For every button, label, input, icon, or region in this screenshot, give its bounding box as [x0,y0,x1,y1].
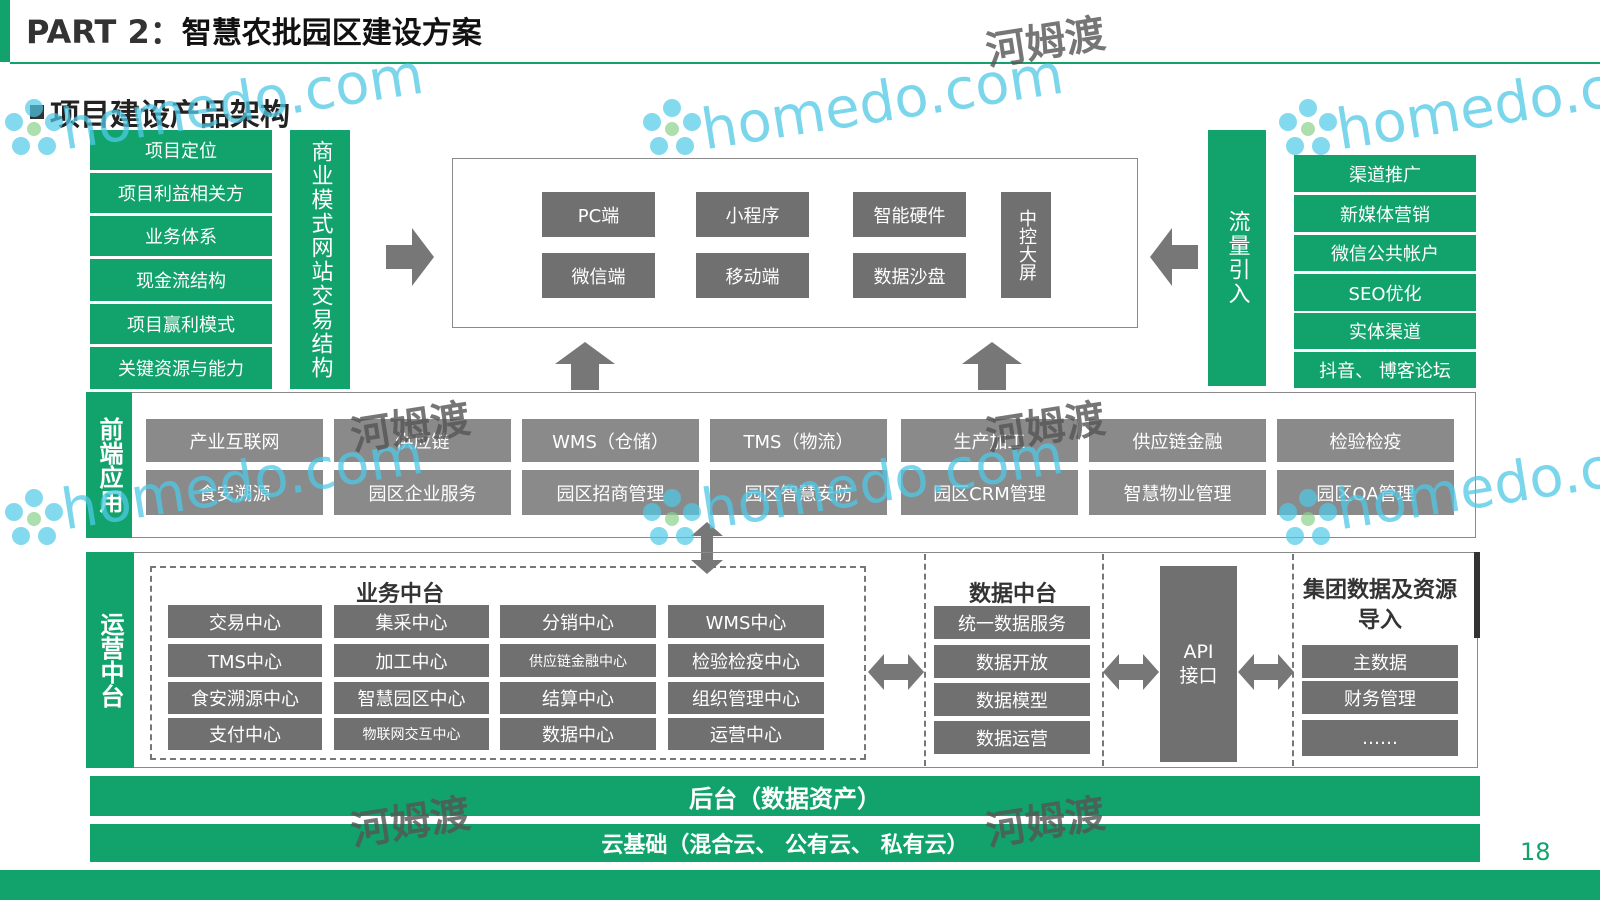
section-heading: 项目建设产品架构 [30,90,290,134]
business-center: 物联网交互中心 [334,718,489,750]
group-data-title: 集团数据及资源导入 [1302,578,1457,633]
watermark-flower-icon [5,99,63,155]
arrow-leftright-icon [868,654,924,690]
group-data-item: 财务管理 [1302,681,1458,714]
footer-bar [0,870,1600,900]
frontend-app: 食安溯源 [146,470,323,515]
watermark-flower-icon [5,489,63,545]
business-center: 结算中心 [500,682,656,714]
business-model-label: 商业模式网站交易结构 [290,130,350,389]
arrow-leftright-icon [1238,654,1294,690]
frontend-app: WMS（仓储） [522,419,699,462]
business-center: 检验检疫中心 [668,644,824,677]
business-center: 供应链金融中心 [500,644,656,677]
left-item-5: 关键资源与能力 [90,347,272,389]
business-center: WMS中心 [668,605,824,638]
business-center: 集采中心 [334,605,489,638]
part-label: PART 2： [26,13,182,51]
terminal-miniprogram: 小程序 [696,192,809,237]
frontend-app: 供应链 [334,419,511,462]
left-item-3: 现金流结构 [90,259,272,301]
business-center: 食安溯源中心 [168,682,322,714]
cloud-bar: 云基础（混合云、 公有云、 私有云） [90,824,1480,862]
watermark-text: homedo.com [1332,41,1600,164]
data-platform-title: 数据中台 [968,582,1057,607]
group-data-item: …… [1302,720,1458,756]
frontend-app: 智慧物业管理 [1089,470,1266,515]
watermark-flower-icon [643,489,701,545]
terminal-wechat: 微信端 [542,253,655,298]
operations-label: 运营中台 [86,552,134,768]
business-center: 支付中心 [168,718,322,750]
watermark-text: 河姆渡 [982,10,1109,76]
traffic-item-2: 微信公共帐户 [1294,235,1476,271]
business-center: 组织管理中心 [668,682,824,714]
traffic-item-0: 渠道推广 [1294,155,1476,192]
business-platform-title: 业务中台 [355,582,444,607]
data-platform-divider-right [1102,554,1104,766]
frontend-app: 园区CRM管理 [901,470,1078,515]
data-platform-item: 数据模型 [934,683,1090,716]
group-data-item: 主数据 [1302,645,1458,678]
left-item-0: 项目定位 [90,130,272,170]
terminal-data-sandbox: 数据沙盘 [853,253,966,298]
traffic-item-1: 新媒体营销 [1294,195,1476,232]
arrow-right-icon [386,228,434,286]
left-item-4: 项目赢利模式 [90,304,272,344]
traffic-label: 流量引入 [1208,130,1266,386]
traffic-item-3: SEO优化 [1294,274,1476,311]
business-center: TMS中心 [168,644,322,677]
left-item-2: 业务体系 [90,216,272,256]
business-center: 智慧园区中心 [334,682,489,714]
frontend-app: 园区智慧安防 [710,470,887,515]
traffic-item-4: 实体渠道 [1294,313,1476,349]
terminal-smart-hardware: 智能硬件 [853,192,966,237]
business-center: 运营中心 [668,718,824,750]
watermark-flower-icon [1279,489,1337,545]
terminal-mobile: 移动端 [696,253,809,298]
backend-bar: 后台（数据资产） [90,776,1480,816]
data-platform-item: 数据开放 [934,645,1090,678]
business-center: 数据中心 [500,718,656,750]
terminal-pc: PC端 [542,192,655,237]
arrow-updown-icon [691,522,723,574]
business-center: 交易中心 [168,605,322,638]
frontend-app: 产业互联网 [146,419,323,462]
data-platform-item: 数据运营 [934,721,1090,754]
left-item-1: 项目利益相关方 [90,173,272,213]
frontend-app: 园区企业服务 [334,470,511,515]
business-center: 加工中心 [334,644,489,677]
header-rule [10,62,1600,64]
frontend-app: TMS（物流） [710,419,887,462]
page-number: 18 [1520,838,1551,866]
business-platform-frame [150,566,866,760]
data-platform-divider-left [924,554,926,766]
arrow-up-right-icon [962,342,1022,390]
page-title: 智慧农批园区建设方案 [181,16,482,51]
frontend-app: 生产加工 [901,419,1078,462]
traffic-item-5: 抖音、 博客论坛 [1294,352,1476,388]
section-title: 项目建设产品架构 [50,98,290,133]
frontend-app: 供应链金融 [1089,419,1266,462]
arrow-up-left-icon [555,342,615,390]
header-accent-bar [0,0,10,62]
watermark-flower-icon [1279,99,1337,155]
header-title: PART 2： 智慧农批园区建设方案 [26,10,482,51]
api-block: API接口 [1160,566,1237,762]
terminals-panel [452,158,1138,328]
business-center: 分销中心 [500,605,656,638]
group-data-edge [1474,552,1480,638]
arrow-leftright-icon [1103,654,1159,690]
watermark-flower-icon [643,99,701,155]
terminal-control-screen: 中控大屏 [1001,192,1051,298]
frontend-app: 检验检疫 [1277,419,1454,462]
data-platform-item: 统一数据服务 [934,606,1090,639]
group-data-divider [1292,554,1294,766]
frontend-label: 前端应用 [86,392,132,538]
arrow-left-icon [1150,228,1198,286]
